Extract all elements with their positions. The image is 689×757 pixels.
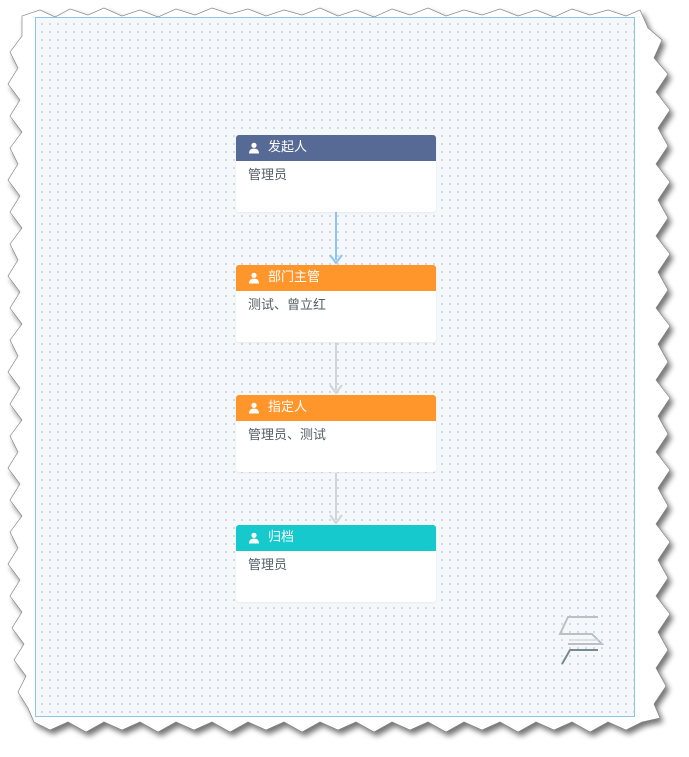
node-header: 发起人 xyxy=(236,135,436,161)
flow-canvas[interactable]: 发起人 管理员 部门主管 测试、曾立红 指定人 管理员、测试 归档 xyxy=(35,17,635,717)
edge-1-arrow xyxy=(329,254,343,265)
node-header: 指定人 xyxy=(236,395,436,421)
node-header: 部门主管 xyxy=(236,265,436,291)
node-content: 管理员、测试 xyxy=(248,428,327,443)
person-icon xyxy=(248,532,260,544)
s-logo-icon xyxy=(558,616,604,665)
node-content: 管理员 xyxy=(248,558,288,573)
person-icon xyxy=(248,402,260,414)
node-content: 测试、曾立红 xyxy=(248,298,327,313)
node-title: 部门主管 xyxy=(268,270,321,285)
node-initiator[interactable]: 发起人 管理员 xyxy=(236,135,436,212)
node-dept-manager[interactable]: 部门主管 测试、曾立红 xyxy=(236,265,436,342)
person-icon xyxy=(248,142,260,154)
edge-2-arrow xyxy=(329,384,343,395)
node-title: 归档 xyxy=(268,530,295,545)
node-assignee[interactable]: 指定人 管理员、测试 xyxy=(236,395,436,472)
node-title: 指定人 xyxy=(268,400,308,415)
edge-3-arrow xyxy=(329,514,343,525)
person-icon xyxy=(248,272,260,284)
flow-connectors xyxy=(329,212,343,525)
node-header: 归档 xyxy=(236,525,436,551)
node-content: 管理员 xyxy=(248,168,288,183)
node-archive[interactable]: 归档 管理员 xyxy=(236,525,436,602)
node-title: 发起人 xyxy=(268,140,308,155)
